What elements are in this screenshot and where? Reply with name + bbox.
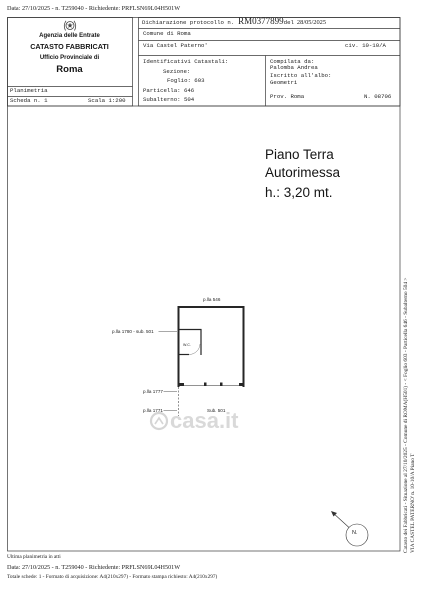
agency-name: Agenzia delle Entrate bbox=[39, 33, 100, 39]
emblem-gear bbox=[65, 21, 75, 30]
pillar-center-right bbox=[220, 382, 223, 386]
floor-plan bbox=[158, 306, 245, 416]
label-parcel-1780: p.lla 1780 - sub. 501 bbox=[112, 328, 154, 334]
compiler-number: N. 08706 bbox=[364, 93, 392, 100]
side-summary-line1: Catasto dei Fabbricati - Situazione al 2… bbox=[403, 277, 409, 553]
emblem-icon bbox=[63, 20, 77, 31]
footer-request: Data: 27/10/2025 - n. T259040 - Richiede… bbox=[7, 563, 181, 571]
pillar-west bbox=[179, 383, 184, 386]
label-parcel-1777: p.lla 1777 bbox=[143, 388, 163, 394]
plan-use: Autorimessa bbox=[265, 165, 341, 180]
side-summary: Catasto dei Fabbricati - Situazione al 2… bbox=[403, 233, 417, 553]
foglio-value: 603 bbox=[194, 77, 205, 84]
pillar-center-left bbox=[204, 382, 207, 386]
north-arrow-head bbox=[331, 511, 337, 517]
footer-note: Ultima planimetria in atti bbox=[7, 554, 61, 560]
comune-name: Comune di Roma bbox=[143, 30, 191, 37]
label-parcel-1771: p.lla 1771 bbox=[143, 407, 163, 413]
identifiers-title: Identificativi Catastali: bbox=[143, 58, 229, 65]
foglio-label: Foglio: bbox=[167, 77, 191, 84]
declaration-number: RM0377899 bbox=[238, 16, 284, 26]
emblem-branch-left bbox=[63, 20, 67, 31]
compiler-name: Palomba Andrea bbox=[270, 64, 318, 71]
declaration-label: Dichiarazione protocollo n. bbox=[142, 19, 235, 26]
registry-title: CATASTO FABBRICATI bbox=[30, 42, 109, 51]
address-civic: civ. 10-10/A bbox=[345, 42, 386, 49]
declaration-del: del bbox=[283, 19, 294, 26]
watermark-text: casa.it bbox=[170, 408, 239, 433]
plan-height: h.: 3,20 mt. bbox=[265, 185, 333, 200]
subalterno-label: Subalterno: bbox=[143, 96, 181, 103]
label-parcel-546: p.lla 546 bbox=[203, 297, 221, 302]
footer-totals: Totale schede: 1 - Formato di acquisizio… bbox=[7, 573, 218, 580]
emblem-star bbox=[67, 22, 73, 28]
subalterno-row: Subalterno:504 bbox=[143, 97, 194, 103]
plan-floor: Piano Terra bbox=[265, 147, 334, 162]
wc-door-swing bbox=[188, 343, 201, 355]
north-arrow-icon bbox=[331, 511, 369, 547]
particella-label: Particella: bbox=[143, 87, 181, 94]
sheet-frame bbox=[7, 17, 401, 552]
side-summary-line2: VIA CASTEL PATERNO' n. 10-10/A Piano T bbox=[410, 453, 416, 553]
compiler-province: Prov. Roma bbox=[270, 93, 305, 100]
pillar-east bbox=[239, 383, 243, 386]
sheet-type: Planimetria bbox=[10, 87, 48, 94]
watermark-logo-icon bbox=[149, 411, 169, 431]
sezione-label: Sezione: bbox=[163, 68, 191, 75]
label-sub-501: Sub. 501 bbox=[207, 407, 226, 413]
register-value: Geometri bbox=[270, 79, 298, 86]
particella-row: Particella:646 bbox=[143, 88, 194, 94]
particella-value: 646 bbox=[183, 87, 195, 94]
office-city: Roma bbox=[56, 64, 83, 75]
office-label: Ufficio Provinciale di bbox=[39, 55, 100, 61]
compiler-label: Compilata da: bbox=[270, 58, 315, 65]
header-meta: Data: 27/10/2025 - n. T259040 - Richiede… bbox=[7, 5, 181, 12]
north-label: N. bbox=[352, 530, 358, 536]
sheet-scale: Scala 1:200 bbox=[88, 97, 126, 104]
north-arrow-circle bbox=[345, 523, 369, 547]
sheet-number: Scheda n. 1 bbox=[10, 97, 48, 104]
declaration-date: 28/05/2025 bbox=[296, 19, 327, 26]
subalterno-value: 504 bbox=[183, 96, 195, 103]
watermark-logo-ring bbox=[149, 411, 169, 431]
foglio-row: Foglio:603 bbox=[167, 78, 205, 84]
address-street: Via Castel Paterno' bbox=[143, 42, 208, 49]
register-label: Iscritto all'albo: bbox=[270, 72, 332, 79]
emblem-branch-right bbox=[73, 20, 77, 31]
watermark-logo-mark bbox=[154, 416, 164, 425]
label-wc: W.C. bbox=[183, 343, 191, 347]
